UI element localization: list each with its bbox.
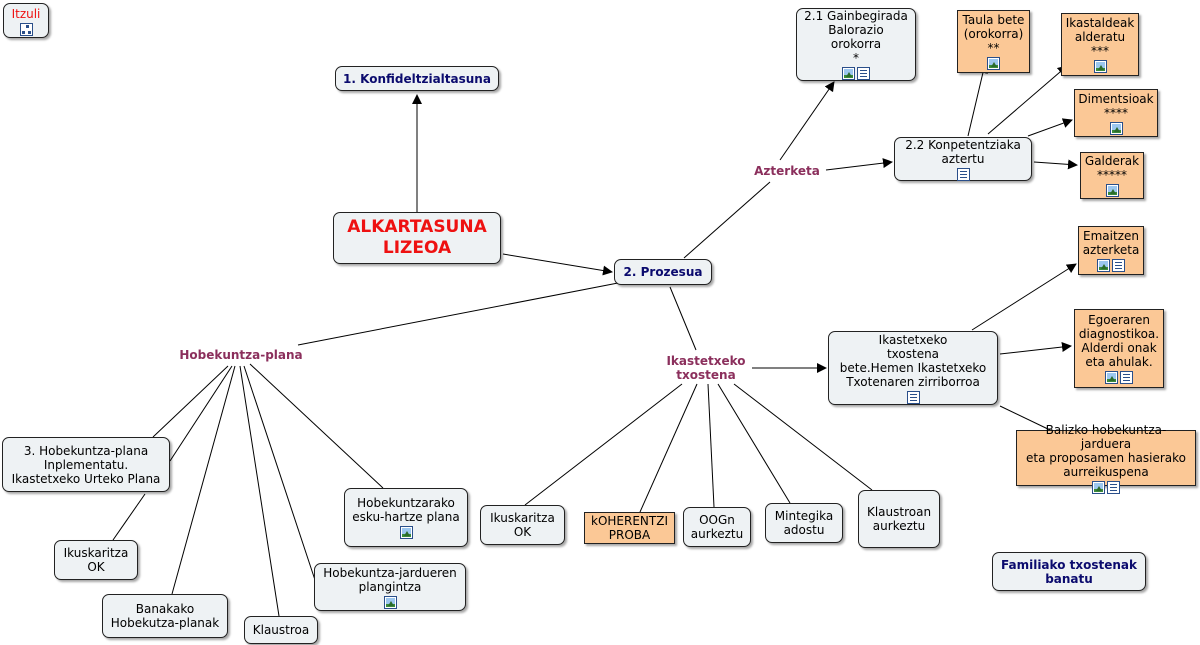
root-label: ALKARTASUNA LIZEOA [347, 217, 487, 258]
node-label: Ikastaldeak alderatu *** [1065, 16, 1135, 58]
node-label: Balizko hobekuntza-jarduera eta proposam… [1025, 422, 1187, 479]
node-familiako[interactable]: Familiako txostenak banatu [992, 552, 1146, 591]
link-ikastetxeko-mintegika [717, 383, 791, 504]
node-label: Egoeraren diagnostikoa. Alderdi onak eta… [1078, 313, 1160, 369]
node-ikastaldeak[interactable]: Ikastaldeak alderatu *** [1061, 13, 1139, 76]
link-hobekuntza-eskuhartze [249, 363, 384, 489]
node-label: Klaustroa [252, 623, 310, 637]
link-hobekuntza-3 [152, 365, 229, 438]
image-icon[interactable] [1109, 121, 1123, 135]
node-galderak[interactable]: Galderak ***** [1080, 152, 1144, 199]
link-label-azterketa: Azterketa [752, 164, 822, 178]
node-label: Ikastetxeko txostena bete.Hemen Ikastetx… [839, 332, 987, 389]
link-ikastetxeko-koherentzi [639, 383, 698, 513]
concept-map-icon[interactable] [19, 23, 33, 36]
document-icon[interactable] [1120, 371, 1133, 384]
node-balizko[interactable]: Balizko hobekuntza-jarduera eta proposam… [1016, 423, 1196, 494]
link-3-ikuskaritza [112, 493, 146, 541]
link-konpetentziak-dimentsioak [1027, 118, 1073, 137]
node-klaustroan[interactable]: Klaustroan aurkeztu [858, 490, 940, 548]
link-label-ikastetxeko-txostena: Ikastetxeko txostena [660, 354, 752, 382]
link-hobekuntza-plangintza [243, 365, 316, 581]
node-gainbegirada[interactable]: 2.1 Gainbegirada Balorazio orokorra * [796, 8, 916, 81]
node-taula[interactable]: Taula bete (orokorra) ** [957, 10, 1030, 73]
node-oogn[interactable]: OOGn aurkeztu [683, 507, 751, 547]
node-mintegika[interactable]: Mintegika adostu [765, 503, 843, 543]
image-icon[interactable] [399, 526, 413, 539]
node-koherentzi[interactable]: kOHERENTZI PROBA [584, 512, 675, 544]
link-azterketa-konpetentziak [825, 158, 893, 171]
document-icon[interactable] [1112, 259, 1125, 272]
node-label: Ikuskaritza OK [63, 546, 129, 574]
link-prozesua-hobekuntza [297, 282, 619, 346]
document-icon[interactable] [857, 67, 870, 80]
link-hobekuntza-3b [169, 365, 233, 462]
link-root-prozesua [502, 253, 613, 276]
node-ikuskaritza-left[interactable]: Ikuskaritza OK [54, 540, 138, 580]
node-label: OOGn aurkeztu [690, 513, 744, 541]
link-ikastetxeko-oogn [707, 383, 715, 508]
node-label: Hobekuntzarako esku-hartze plana [352, 496, 460, 524]
image-icon[interactable] [1092, 480, 1105, 494]
node-label: 1. Konfideltzialtasuna [343, 71, 491, 86]
link-hobekuntza-klaustroa [239, 365, 280, 617]
node-prozesua[interactable]: 2. Prozesua [614, 259, 712, 285]
document-icon[interactable] [956, 167, 970, 181]
node-label: Klaustroan aurkeztu [866, 505, 932, 533]
node-label: Ikuskaritza OK [490, 511, 555, 539]
node-konfidentzialtasuna[interactable]: 1. Konfideltzialtasuna [335, 66, 499, 91]
link-konpetentziak-galderak [1033, 159, 1078, 170]
image-icon[interactable] [1105, 371, 1118, 384]
back-button[interactable]: Itzuli [3, 3, 49, 38]
node-label: 3. Hobekuntza-plana Inplementatu. Ikaste… [11, 443, 161, 486]
link-prozesua-ikastetxeko [669, 286, 697, 351]
node-label: Mintegika adostu [774, 509, 834, 537]
link-azterketa-gainbegirada [779, 81, 835, 161]
image-icon[interactable] [383, 595, 397, 609]
link-hobekuntza-banakako [171, 365, 236, 595]
node-label: Banakako Hobekutza-planak [110, 602, 220, 630]
node-label: 2.1 Gainbegirada Balorazio orokorra * [804, 9, 908, 65]
node-label: Taula bete (orokorra) ** [962, 13, 1025, 55]
node-egoeraren[interactable]: Egoeraren diagnostikoa. Alderdi onak eta… [1074, 309, 1164, 388]
image-icon[interactable] [987, 57, 1000, 70]
node-emaitzen[interactable]: Emaitzen azterketa [1078, 226, 1144, 275]
node-dimentsioak[interactable]: Dimentsioak **** [1074, 89, 1158, 137]
node-ikastetxeko-txostena[interactable]: Ikastetxeko txostena bete.Hemen Ikastetx… [828, 331, 998, 405]
link-box-balizko [999, 405, 1051, 431]
link-konpetentziak-taula [967, 63, 988, 137]
node-label: Familiako txostenak banatu [1001, 557, 1137, 586]
image-icon[interactable] [842, 67, 855, 80]
link-ikastetxeko-ikuskaritza [524, 383, 683, 506]
node-ikuskaritza-mid[interactable]: Ikuskaritza OK [480, 505, 565, 545]
node-label: Galderak ***** [1084, 154, 1140, 182]
node-plangintza[interactable]: Hobekuntza-jardueren plangintza [314, 563, 466, 611]
node-banakako[interactable]: Banakako Hobekutza-planak [102, 594, 228, 638]
node-label: 2. Prozesua [623, 265, 703, 279]
link-label-hobekuntza-plana: Hobekuntza-plana [174, 348, 308, 362]
node-klaustroa[interactable]: Klaustroa [244, 616, 318, 644]
link-konpetentziak-ikastaldeak [987, 65, 1068, 135]
image-icon[interactable] [1105, 184, 1119, 197]
node-label: Hobekuntza-jardueren plangintza [323, 565, 457, 594]
node-label: kOHERENTZI PROBA [591, 514, 668, 542]
image-icon[interactable] [1093, 60, 1107, 73]
image-icon[interactable] [1097, 259, 1110, 272]
link-ikastetxeko-klaustroan [733, 383, 873, 491]
node-konpetentziak[interactable]: 2.2 Konpetentziaka aztertu [894, 137, 1032, 181]
root-concept[interactable]: ALKARTASUNA LIZEOA [333, 212, 501, 264]
node-label: 2.2 Konpetentziaka aztertu [905, 137, 1021, 166]
link-box-egoeraren [999, 342, 1072, 355]
node-eskuhartze[interactable]: Hobekuntzarako esku-hartze plana [344, 488, 468, 547]
link-box-emaitzen [971, 263, 1077, 331]
link-prozesua-azterketa [683, 181, 771, 259]
document-icon[interactable] [1107, 480, 1120, 494]
node-label: Emaitzen azterketa [1082, 229, 1140, 257]
document-icon[interactable] [906, 390, 920, 404]
node-hobekuntza-3[interactable]: 3. Hobekuntza-plana Inplementatu. Ikaste… [2, 437, 170, 492]
back-label: Itzuli [11, 7, 41, 21]
node-label: Dimentsioak **** [1078, 91, 1154, 120]
